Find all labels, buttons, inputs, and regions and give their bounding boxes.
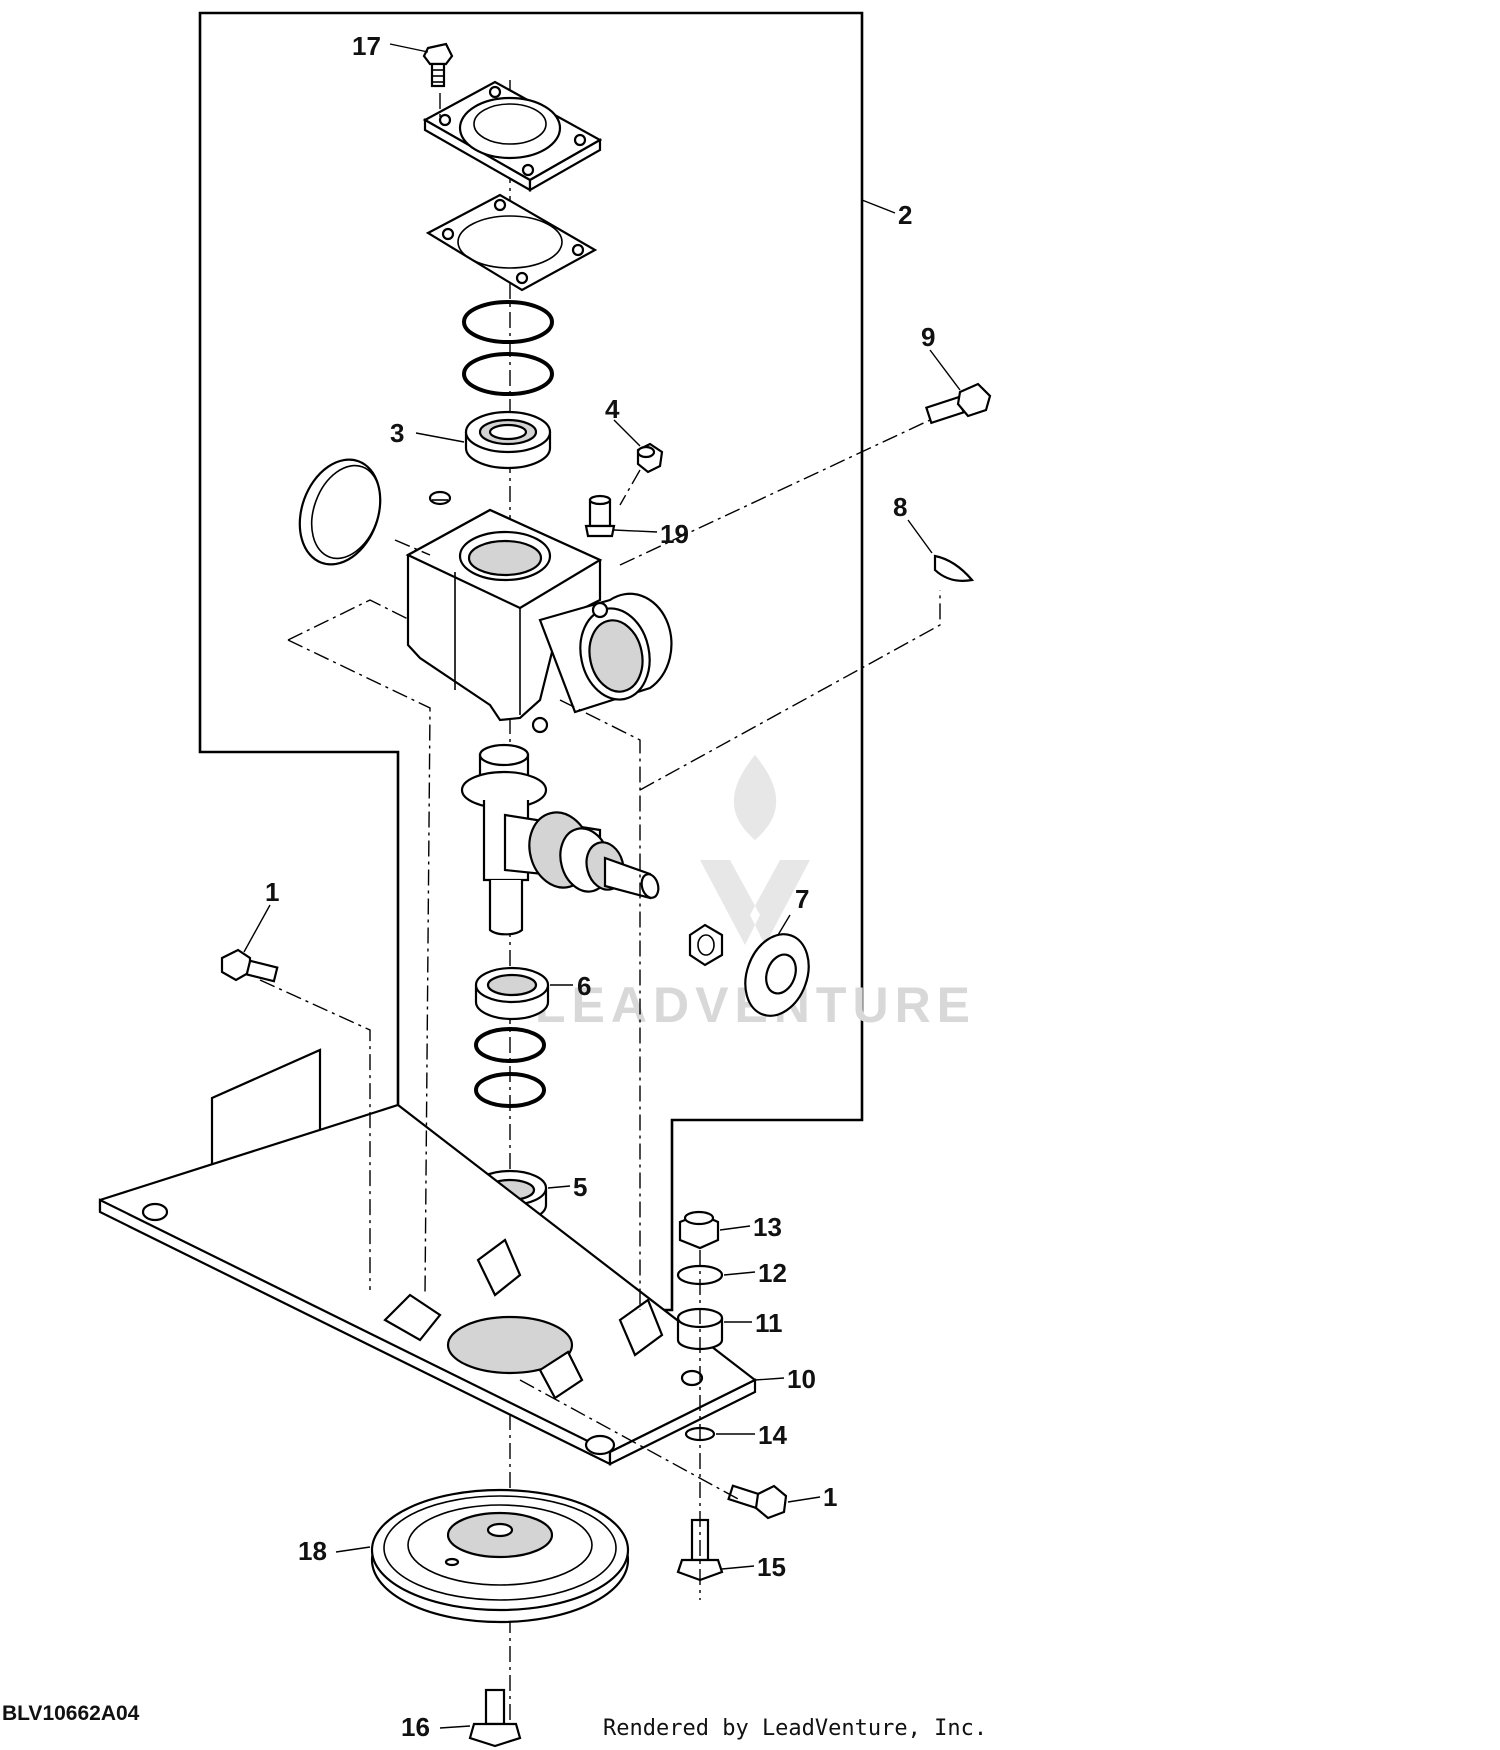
figure-id: BLV10662A04 [2, 1702, 140, 1725]
side-cover-disc [298, 458, 382, 566]
callout-leaders [243, 43, 961, 1729]
gasket [425, 193, 598, 292]
o-ring-top-1 [462, 300, 554, 344]
mounting-plate-10 [98, 1048, 758, 1466]
o-ring-top-2 [462, 352, 554, 396]
gearbox-assembly-boundary [198, 11, 864, 1312]
callout-17: 17 [352, 31, 381, 61]
callout-6: 6 [577, 971, 591, 1001]
callout-5: 5 [573, 1172, 587, 1202]
bolt-9 [924, 382, 992, 425]
watermark-logo [700, 755, 810, 945]
bearing-3 [464, 410, 552, 470]
callout-18: 18 [298, 1536, 327, 1566]
callout-8: 8 [893, 492, 907, 522]
callout-13: 13 [753, 1212, 782, 1242]
callout-3: 3 [390, 418, 404, 448]
callout-19: 19 [660, 519, 689, 549]
callout-4: 4 [605, 394, 620, 424]
callout-14: 14 [758, 1420, 787, 1450]
gear-shaft-assembly [460, 743, 660, 936]
callout-16: 16 [401, 1712, 430, 1742]
o-ring-lower-1 [474, 1027, 546, 1063]
bolt-1-upper [220, 948, 279, 983]
nut-13 [678, 1210, 720, 1250]
plug-4 [636, 442, 664, 474]
bolt-1-lower [727, 1484, 788, 1520]
callout-2: 2 [898, 200, 912, 230]
o-ring-lower-2 [474, 1072, 546, 1108]
nut-washer-7 [688, 923, 810, 1017]
callout-11: 11 [755, 1308, 783, 1338]
callout-1-upper: 1 [265, 877, 279, 907]
top-cover [422, 80, 603, 192]
bolt-17 [422, 42, 454, 88]
assembly-guide-lines [259, 93, 941, 1600]
pulley-18 [370, 1488, 630, 1624]
key-8 [933, 554, 975, 582]
callout-9: 9 [921, 322, 935, 352]
render-credit: Rendered by LeadVenture, Inc. [603, 1716, 987, 1741]
fitting-19 [584, 494, 616, 538]
vent-plug [428, 490, 452, 506]
callout-12: 12 [758, 1258, 787, 1288]
bolt-16 [468, 1688, 522, 1748]
callout-7: 7 [795, 884, 809, 914]
callout-10: 10 [787, 1364, 816, 1394]
bearing-6 [474, 966, 550, 1021]
gearbox-housing [405, 508, 673, 734]
callout-15: 15 [757, 1552, 786, 1582]
callout-1-lower: 1 [823, 1482, 837, 1512]
